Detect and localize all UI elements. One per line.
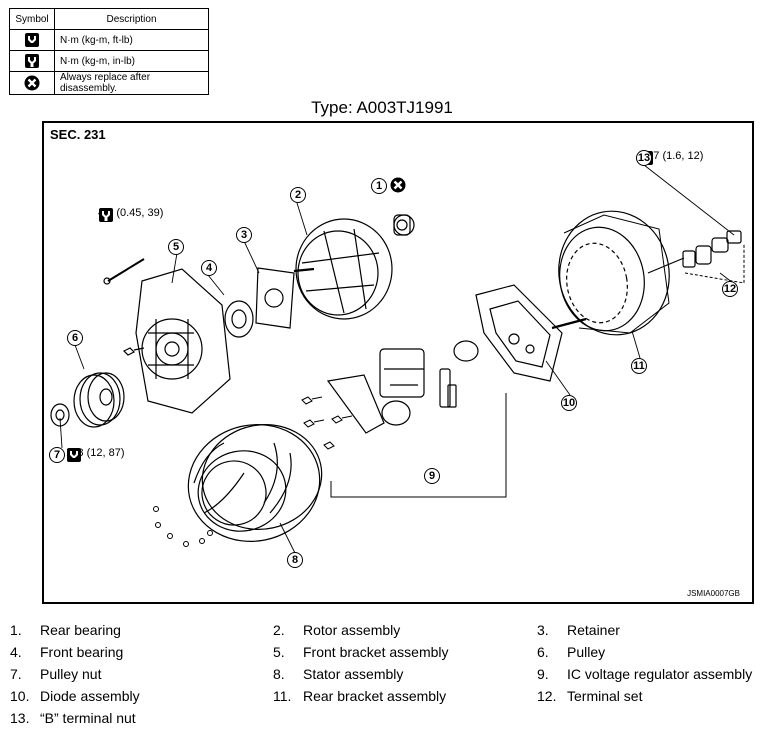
always-replace-icon	[24, 75, 40, 91]
legend-description: N·m (kg-m, in-lb)	[54, 50, 209, 72]
section-label: SEC. 231	[50, 127, 106, 142]
legend-header-row: Symbol Description	[9, 8, 209, 30]
list-item: 7.Pulley nut	[10, 666, 102, 682]
callout-1: 1	[371, 178, 387, 194]
torque-spec-7: 118 (12, 87)	[66, 447, 125, 462]
list-item: 12.Terminal set	[537, 688, 643, 704]
callout-9: 9	[424, 468, 440, 484]
torque-wrench-icon	[67, 448, 81, 462]
callout-2: 2	[290, 187, 306, 203]
torque-value: 15.7 (1.6, 12)	[638, 150, 704, 162]
list-item: 5.Front bracket assembly	[273, 644, 449, 660]
callout-3: 3	[236, 227, 252, 243]
figure-code: JSMIA0007GB	[687, 589, 740, 598]
list-item: 2.Rotor assembly	[273, 622, 401, 638]
always-replace-icon	[390, 177, 406, 193]
legend-row: Always replace after disassembly.	[9, 71, 209, 95]
torque-value: 4.4 (0.45, 39)	[98, 207, 164, 219]
callout-11: 11	[631, 358, 647, 374]
callout-12: 12	[722, 281, 738, 297]
list-item: 11.Rear bracket assembly	[273, 688, 447, 704]
list-item: 10.Diode assembly	[10, 688, 140, 704]
torque-spec-5: 4.4 (0.45, 39)	[98, 207, 164, 222]
torque-wrench-icon	[25, 33, 39, 47]
type-title: Type: A003TJ1991	[311, 98, 453, 117]
callout-13: 13	[636, 150, 652, 166]
torque-wrench-small-icon	[99, 208, 113, 222]
alternator-illustration	[50, 164, 745, 554]
torque-wrench-small-icon	[25, 54, 39, 68]
list-item: 1.Rear bearing	[10, 622, 121, 638]
callout-8: 8	[287, 552, 303, 568]
list-item: 6.Pulley	[537, 644, 606, 660]
callout-6: 6	[67, 330, 83, 346]
legend-header-description: Description	[54, 8, 209, 30]
callout-7: 7	[49, 447, 65, 463]
exploded-view-diagram: SEC. 231	[42, 121, 754, 604]
legend-description: N·m (kg-m, ft-lb)	[54, 29, 209, 51]
list-item: 9.IC voltage regulator assembly	[537, 666, 753, 682]
list-item: 8.Stator assembly	[273, 666, 404, 682]
list-item: 4.Front bearing	[10, 644, 124, 660]
callout-5: 5	[168, 239, 184, 255]
legend-row: N·m (kg-m, in-lb)	[9, 50, 209, 72]
legend-header-symbol: Symbol	[9, 8, 55, 30]
legend-row: N·m (kg-m, ft-lb)	[9, 29, 209, 51]
list-item: 3.Retainer	[537, 622, 620, 638]
callout-4: 4	[201, 260, 217, 276]
legend-description: Always replace after disassembly.	[54, 71, 209, 95]
list-item: 13.“B” terminal nut	[10, 710, 136, 726]
callout-10: 10	[561, 395, 577, 411]
symbol-legend-table: Symbol Description N·m (kg-m, ft-lb) N·m…	[9, 8, 209, 95]
